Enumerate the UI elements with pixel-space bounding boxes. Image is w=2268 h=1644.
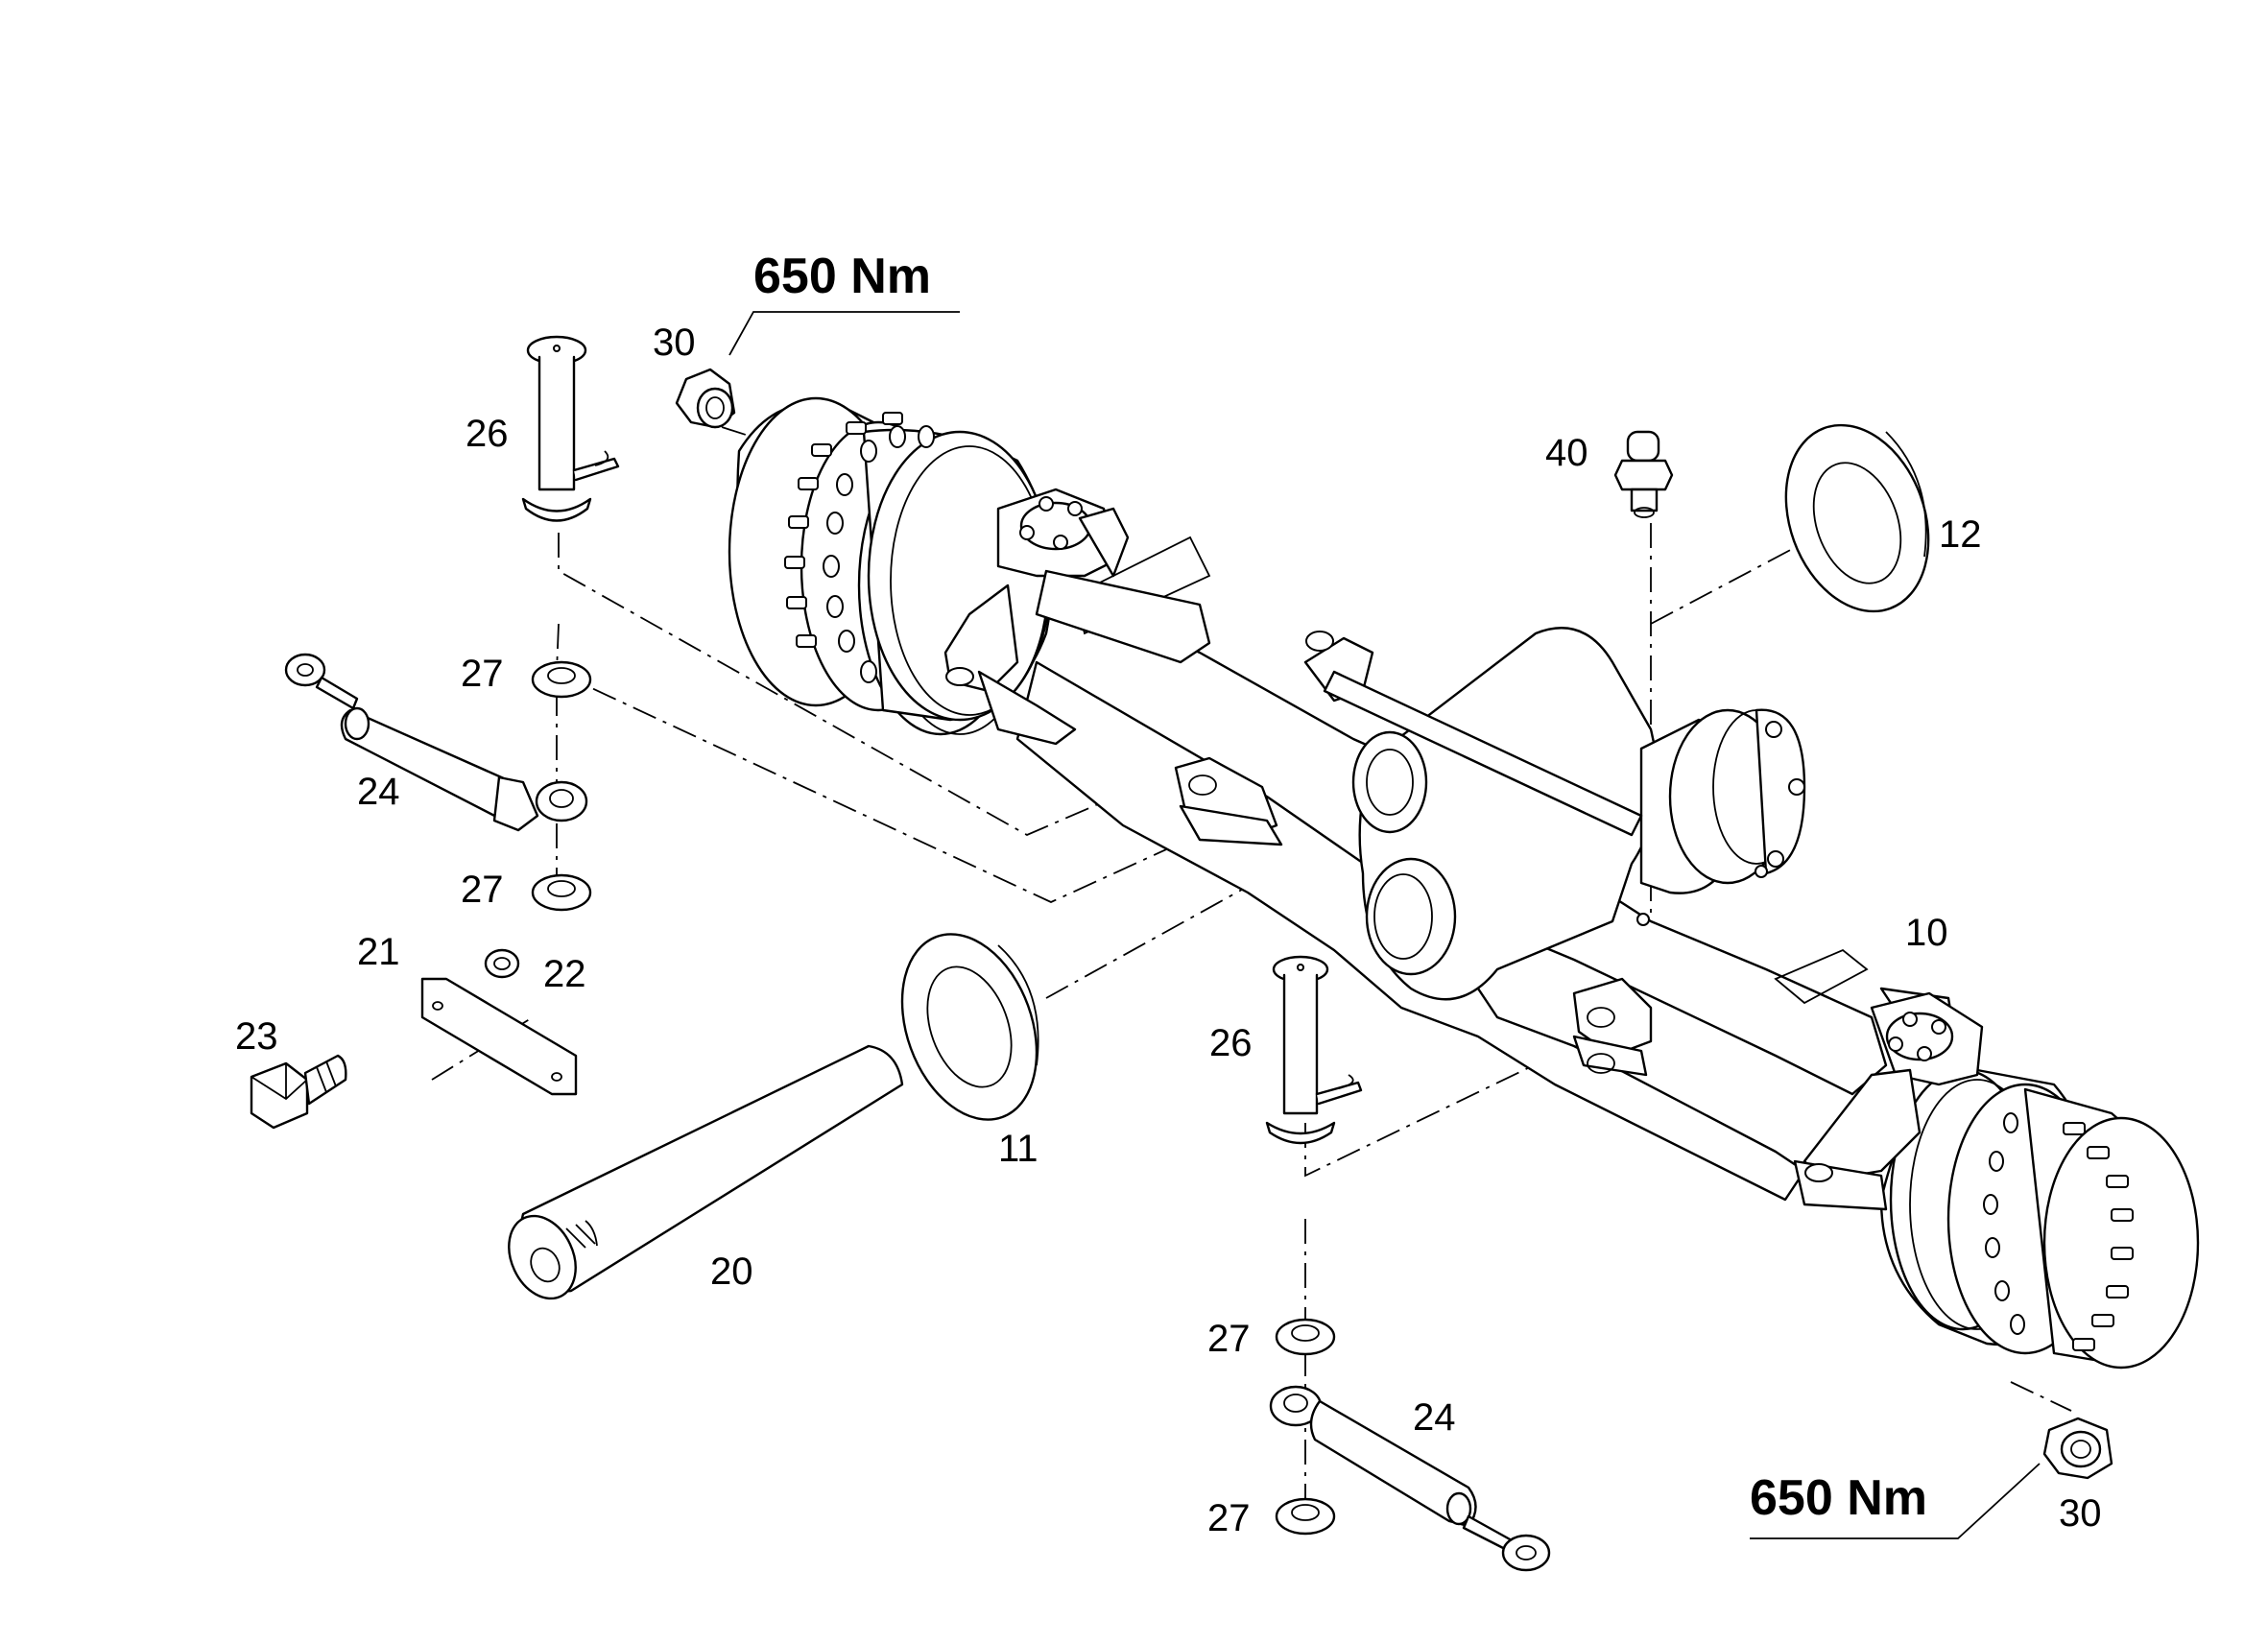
nut-30-bottom xyxy=(2042,1417,2113,1480)
callout-27-d: 27 xyxy=(1207,1497,1251,1539)
callout-27-b: 27 xyxy=(461,869,504,911)
steering-cylinder-24-right xyxy=(1269,1385,1551,1572)
bolt-23 xyxy=(250,1054,347,1130)
callouts: 30 26 27 24 27 21 22 23 20 11 40 12 10 2… xyxy=(235,322,2102,1539)
washer-27-b xyxy=(531,873,592,912)
washer-27-d xyxy=(1275,1497,1336,1536)
callout-20: 20 xyxy=(710,1251,753,1293)
right-wheel-hub xyxy=(1793,991,2200,1370)
pin-26-right xyxy=(1265,955,1363,1145)
wheel-studs-left xyxy=(784,412,903,648)
torque-spec-lower: 650 Nm xyxy=(1750,1463,2041,1539)
pin-26-left xyxy=(521,335,620,522)
callout-40: 40 xyxy=(1545,432,1588,474)
washer-22 xyxy=(484,948,520,979)
callout-30-bottom: 30 xyxy=(2059,1492,2102,1535)
steering-cylinder-24-left xyxy=(284,653,588,832)
pivot-pin-20 xyxy=(508,1044,904,1300)
callout-23: 23 xyxy=(235,1015,278,1058)
callout-22: 22 xyxy=(543,953,586,995)
callout-24-left: 24 xyxy=(357,771,400,813)
bushing-12 xyxy=(1784,423,1930,613)
callout-24-right: 24 xyxy=(1413,1396,1456,1439)
axle-housing xyxy=(919,536,1955,1202)
bushing-11 xyxy=(900,933,1039,1121)
torque-spec-upper: 650 Nm xyxy=(728,249,960,356)
callout-10: 10 xyxy=(1905,912,1948,954)
callout-27-c: 27 xyxy=(1207,1318,1251,1360)
callout-11: 11 xyxy=(998,1128,1039,1170)
torque-label-lower: 650 Nm xyxy=(1750,1470,1927,1526)
callout-30-top: 30 xyxy=(653,322,696,364)
callout-26-left: 26 xyxy=(466,413,509,455)
wheel-studs-right xyxy=(2063,1122,2134,1351)
left-wheel-hub xyxy=(728,396,1211,746)
lock-plate-21 xyxy=(420,977,578,1096)
nut-30-top xyxy=(675,368,736,429)
washer-27-c xyxy=(1275,1318,1336,1356)
callout-21: 21 xyxy=(357,931,400,973)
washer-27-a xyxy=(531,660,592,699)
callout-12: 12 xyxy=(1939,513,1982,556)
flange-holes-left xyxy=(823,425,935,683)
callout-26-right: 26 xyxy=(1209,1022,1253,1064)
callout-27-a: 27 xyxy=(461,653,504,695)
flange-holes-right xyxy=(1983,1112,2025,1335)
breather-40 xyxy=(1613,430,1674,518)
torque-label-upper: 650 Nm xyxy=(753,249,931,304)
